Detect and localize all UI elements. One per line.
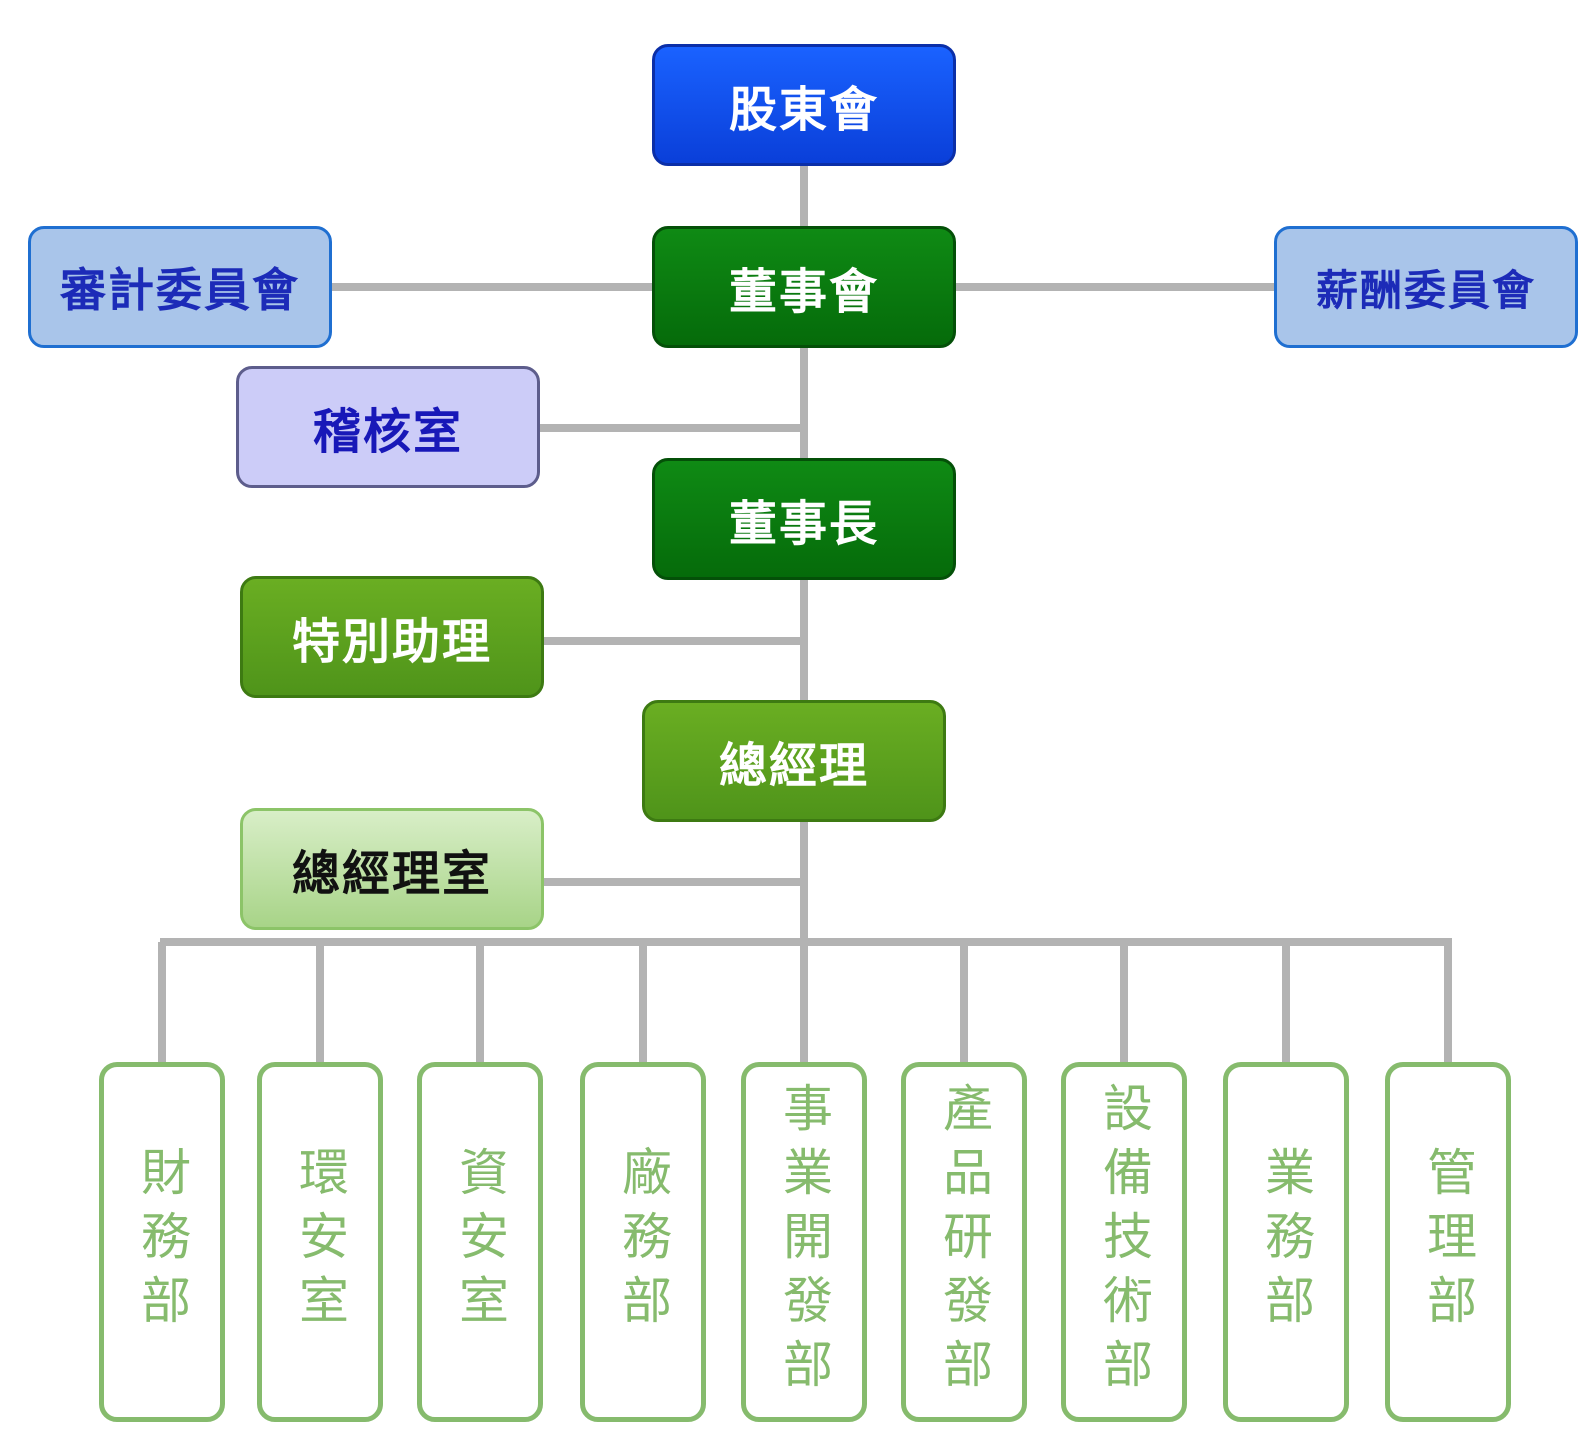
dept-sales: 業務部 — [1223, 1062, 1349, 1422]
general-manager-node: 總經理 — [642, 700, 946, 822]
dept-label: 環安室 — [291, 1146, 349, 1338]
dept-equipment-tech: 設備技術部 — [1061, 1062, 1187, 1422]
audit-committee-node: 審計委員會 — [28, 226, 332, 348]
dept-label: 財務部 — [133, 1146, 191, 1338]
gm-office-node: 總經理室 — [240, 808, 544, 930]
dept-management: 管理部 — [1385, 1062, 1511, 1422]
remuneration-committee-node: 薪酬委員會 — [1274, 226, 1578, 348]
dept-label: 設備技術部 — [1095, 1082, 1153, 1402]
dept-product-rd: 產品研發部 — [901, 1062, 1027, 1422]
dept-business-development: 事業開發部 — [741, 1062, 867, 1422]
dept-label: 廠務部 — [614, 1146, 672, 1338]
special-assistant-node: 特別助理 — [240, 576, 544, 698]
dept-label: 資安室 — [451, 1146, 509, 1338]
dept-label: 產品研發部 — [935, 1082, 993, 1402]
dept-label: 業務部 — [1257, 1146, 1315, 1338]
internal-audit-node: 稽核室 — [236, 366, 540, 488]
shareholders-node: 股東會 — [652, 44, 956, 166]
dept-label: 事業開發部 — [775, 1082, 833, 1402]
dept-env-safety: 環安室 — [257, 1062, 383, 1422]
board-node: 董事會 — [652, 226, 956, 348]
dept-label: 管理部 — [1419, 1146, 1477, 1338]
chairman-node: 董事長 — [652, 458, 956, 580]
dept-facilities: 廠務部 — [580, 1062, 706, 1422]
dept-info-security: 資安室 — [417, 1062, 543, 1422]
dept-finance: 財務部 — [99, 1062, 225, 1422]
